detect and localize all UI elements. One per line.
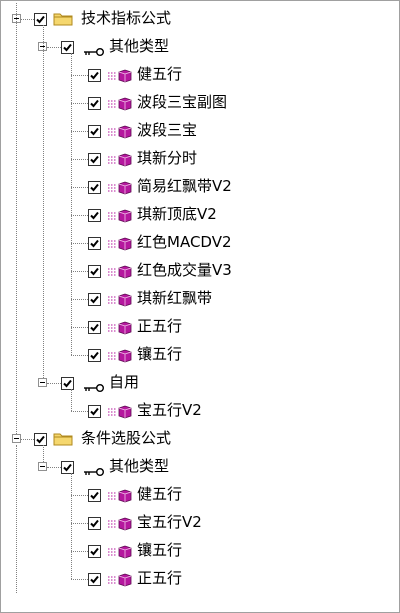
- key-icon: [83, 42, 105, 56]
- tree-label-tree-roots-0-groups-0-items-4[interactable]: 简易红飘带V2: [137, 177, 232, 195]
- checkbox-tree-roots-0-groups-0-items-9[interactable]: [88, 321, 101, 334]
- tree-guide-line: [43, 25, 44, 378]
- tree-connector: [71, 523, 88, 524]
- checkbox-tree-roots-0-groups-0-items-2[interactable]: [88, 125, 101, 138]
- checkbox-tree-roots-1-groups-0-items-2[interactable]: [88, 545, 101, 558]
- tree-label-tree-roots-1-label[interactable]: 条件选股公式: [81, 429, 172, 447]
- checkbox-tree-roots-0-label[interactable]: [34, 13, 47, 26]
- tree-label-tree-roots-1-groups-0-items-3[interactable]: 正五行: [137, 569, 183, 587]
- checkbox-tree-roots-0-groups-0-items-3[interactable]: [88, 153, 101, 166]
- tree-connector: [71, 355, 88, 356]
- checkbox-tree-roots-0-groups-0-items-10[interactable]: [88, 349, 101, 362]
- tree-connector: [71, 131, 88, 132]
- formula-icon: [107, 404, 133, 419]
- tree-label-tree-roots-0-groups-0-items-9[interactable]: 正五行: [137, 317, 183, 335]
- folder-icon: [53, 431, 73, 446]
- checkbox-tree-roots-0-groups-0-items-6[interactable]: [88, 237, 101, 250]
- formula-icon: [107, 124, 133, 139]
- checkbox-tree-roots-0-groups-0-items-7[interactable]: [88, 265, 101, 278]
- formula-icon: [107, 544, 133, 559]
- folder-icon: [53, 11, 73, 26]
- checkbox-tree-roots-0-groups-0-label[interactable]: [61, 41, 74, 54]
- tree-label-tree-roots-0-groups-0-items-7[interactable]: 红色成交量V3: [137, 261, 232, 279]
- formula-icon: [107, 208, 133, 223]
- tree-label-tree-roots-0-groups-0-items-10[interactable]: 镶五行: [137, 345, 183, 363]
- tree-connector: [71, 411, 88, 412]
- tree-guide-line: [71, 53, 72, 355]
- tree-label-tree-roots-0-groups-1-label[interactable]: 自用: [109, 373, 140, 391]
- tree-connector: [71, 271, 88, 272]
- checkbox-tree-roots-0-groups-0-items-8[interactable]: [88, 293, 101, 306]
- formula-icon: [107, 292, 133, 307]
- tree-connector: [71, 187, 88, 188]
- tree-label-tree-roots-0-groups-0-items-3[interactable]: 琪新分时: [137, 149, 198, 167]
- tree-connector: [47, 47, 61, 48]
- tree-connector: [21, 19, 34, 20]
- tree-label-tree-roots-1-groups-0-items-2[interactable]: 镶五行: [137, 541, 183, 559]
- tree-guide-line: [71, 473, 72, 579]
- tree-label-tree-roots-1-groups-0-items-0[interactable]: 健五行: [137, 485, 183, 503]
- formula-icon: [107, 264, 133, 279]
- tree-guide-line: [16, 3, 17, 434]
- checkbox-tree-roots-1-label[interactable]: [34, 433, 47, 446]
- tree-connector: [21, 439, 34, 440]
- tree-guide-line: [16, 445, 17, 593]
- tree-label-tree-roots-0-groups-0-items-0[interactable]: 健五行: [137, 65, 183, 83]
- tree-connector: [71, 551, 88, 552]
- tree-guide-line: [43, 445, 44, 462]
- checkbox-tree-roots-0-groups-0-items-4[interactable]: [88, 181, 101, 194]
- formula-icon: [107, 236, 133, 251]
- tree-label-tree-roots-0-groups-0-items-8[interactable]: 琪新红飘带: [137, 289, 213, 307]
- tree-connector: [71, 495, 88, 496]
- tree-connector: [71, 579, 88, 580]
- tree-connector: [71, 103, 88, 104]
- checkbox-tree-roots-0-groups-0-items-5[interactable]: [88, 209, 101, 222]
- formula-icon: [107, 180, 133, 195]
- tree-connector: [47, 467, 61, 468]
- collapse-toggle-tree-roots-0-groups-0-label[interactable]: [38, 42, 47, 51]
- collapse-toggle-tree-roots-1-label[interactable]: [12, 434, 21, 443]
- formula-icon: [107, 516, 133, 531]
- checkbox-tree-roots-1-groups-0-items-3[interactable]: [88, 573, 101, 586]
- checkbox-tree-roots-0-groups-1-items-0[interactable]: [88, 405, 101, 418]
- tree-label-tree-roots-0-groups-0-label[interactable]: 其他类型: [109, 37, 170, 55]
- checkbox-tree-roots-0-groups-0-items-0[interactable]: [88, 69, 101, 82]
- tree-label-tree-roots-0-groups-0-items-6[interactable]: 红色MACDV2: [137, 233, 232, 251]
- formula-icon: [107, 572, 133, 587]
- checkbox-tree-roots-1-groups-0-items-1[interactable]: [88, 517, 101, 530]
- collapse-toggle-tree-roots-1-groups-0-label[interactable]: [38, 462, 47, 471]
- formula-icon: [107, 68, 133, 83]
- tree-connector: [47, 383, 61, 384]
- tree-label-tree-roots-1-groups-0-items-1[interactable]: 宝五行V2: [137, 513, 202, 531]
- formula-icon: [107, 152, 133, 167]
- formula-icon: [107, 348, 133, 363]
- tree-connector: [71, 159, 88, 160]
- collapse-toggle-tree-roots-0-groups-1-label[interactable]: [38, 378, 47, 387]
- tree-connector: [71, 243, 88, 244]
- tree-connector: [71, 215, 88, 216]
- tree-label-tree-roots-1-groups-0-label[interactable]: 其他类型: [109, 457, 170, 475]
- tree-label-tree-roots-0-groups-0-items-2[interactable]: 波段三宝: [137, 121, 198, 139]
- tree-connector: [71, 75, 88, 76]
- tree-label-tree-roots-0-groups-1-items-0[interactable]: 宝五行V2: [137, 401, 202, 419]
- formula-icon: [107, 488, 133, 503]
- checkbox-tree-roots-0-groups-1-label[interactable]: [61, 377, 74, 390]
- checkbox-tree-roots-1-groups-0-items-0[interactable]: [88, 489, 101, 502]
- checkbox-tree-roots-1-groups-0-label[interactable]: [61, 461, 74, 474]
- formula-icon: [107, 320, 133, 335]
- checkbox-tree-roots-0-groups-0-items-1[interactable]: [88, 97, 101, 110]
- formula-icon: [107, 96, 133, 111]
- tree-connector: [71, 327, 88, 328]
- tree-label-tree-roots-0-groups-0-items-5[interactable]: 琪新顶底V2: [137, 205, 217, 223]
- tree-label-tree-roots-0-label[interactable]: 技术指标公式: [81, 9, 172, 27]
- tree-guide-line: [71, 389, 72, 411]
- key-icon: [83, 378, 105, 392]
- key-icon: [83, 462, 105, 476]
- tree-connector: [71, 299, 88, 300]
- tree-label-tree-roots-0-groups-0-items-1[interactable]: 波段三宝副图: [137, 93, 228, 111]
